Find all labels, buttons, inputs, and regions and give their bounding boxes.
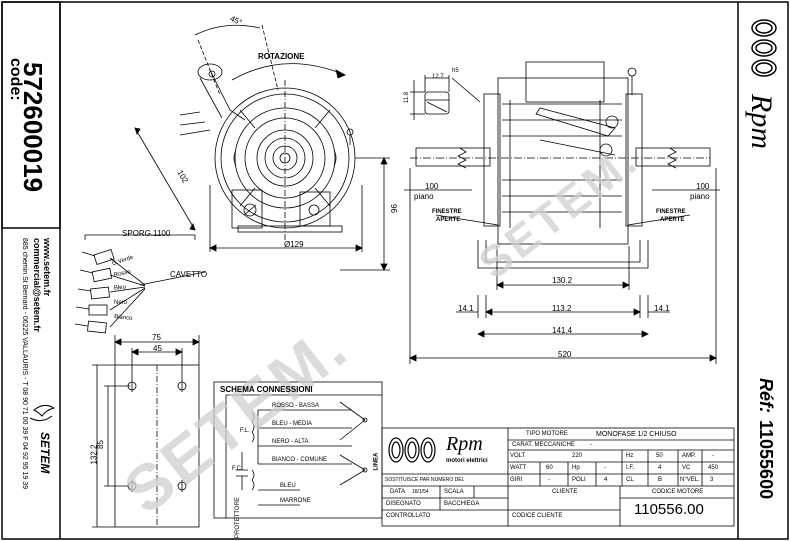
finestre-right: FINESTRE — [656, 209, 686, 215]
rotation-label: ROTAZIONE — [258, 52, 305, 61]
cavetto-label: CAVETTO — [170, 270, 208, 279]
title-brand: Rpm — [446, 433, 483, 455]
watt-label: WATT — [510, 465, 527, 471]
dim-113-2: 113.2 — [552, 304, 572, 313]
code-number: 572600019 — [18, 62, 48, 193]
dim-520: 520 — [558, 350, 572, 359]
ref-number: 11055600 — [756, 420, 776, 500]
finestre-left: FINESTRE — [432, 209, 462, 215]
dim-45: 45 — [153, 344, 162, 353]
dim-11-8: 11.8 — [404, 91, 411, 104]
dim-h5: h5 — [452, 68, 459, 74]
data-label: DATA — [390, 489, 406, 495]
dim-85: 85 — [95, 440, 105, 449]
wire-label: Bleu — [113, 284, 127, 292]
wire-bundle — [74, 234, 206, 334]
controllato-label: CONTROLLATO — [386, 513, 431, 519]
nvel-label: N°VEL. — [680, 477, 700, 483]
ref-label: Réf: — [756, 378, 776, 413]
email-text: commercial@setem.fr — [32, 238, 42, 332]
volt-value: 220 — [572, 453, 583, 459]
piano-right: piano — [690, 192, 710, 201]
carat-label: CARAT. MECCANICHE — [512, 442, 575, 448]
poli-label: POLI — [572, 477, 586, 483]
setem-logo-text: SETEM — [38, 432, 52, 474]
side-view — [404, 61, 720, 364]
schema-bleu2: BLEU — [280, 483, 296, 489]
poli-value: 4 — [604, 477, 608, 483]
vc-label: VC — [682, 465, 691, 471]
amp-label: AMP. — [682, 453, 696, 459]
giri-label: GIRI — [510, 477, 523, 483]
website-text: www.setem.fr — [42, 238, 52, 297]
hp-value: - — [604, 465, 606, 471]
wire-label: Nero — [114, 300, 128, 306]
hz-label: Hz — [626, 453, 634, 459]
dim-129: Ø129 — [284, 240, 304, 249]
front-view — [134, 24, 390, 271]
volt-label: VOLT — [510, 453, 526, 459]
disegnato-value: BACCHIEGA — [444, 501, 480, 507]
disegnato-label: DISEGNATO — [386, 501, 421, 507]
title-brand-sub: motori elettrici — [446, 458, 488, 464]
cl-value: B — [658, 477, 663, 483]
hp-label: Hp — [572, 465, 580, 471]
schema-diagram — [213, 381, 383, 519]
sporg-label: SPORG.1100 — [122, 229, 171, 238]
dim-141-4: 141.4 — [552, 326, 573, 335]
schema-rosso: ROSSO - BASSA — [272, 403, 320, 409]
dim-130-2: 130.2 — [552, 276, 573, 285]
dim-14-1-right: 14.1 — [654, 304, 670, 313]
dim-14-1-left: 14.1 — [458, 304, 474, 313]
codice-cliente-label: CODICE CLIENTE — [512, 513, 563, 519]
vc-value: 450 — [708, 465, 719, 471]
address-text: 885 chemin St Bernard - 06225 VALLAURIS … — [21, 238, 28, 489]
piano-left: piano — [414, 192, 434, 201]
dim-12-7: 12.7 — [432, 74, 444, 80]
schema-bianco: BIANCO - COMUNE — [272, 457, 328, 463]
rpm-coil-logo-title — [388, 437, 436, 463]
watt-value: 60 — [546, 465, 553, 471]
tipo-motore-value: MONOFASE 1/2 CHIUSO — [596, 431, 677, 438]
codice-motore-value: 110556.00 — [634, 501, 704, 518]
rpm-brand: Rpm — [745, 94, 778, 149]
data-value: 18/1/54 — [412, 489, 429, 495]
setem-bird-logo — [29, 404, 56, 422]
amp-value: - — [712, 453, 714, 459]
schema-fl: F.L. — [240, 428, 250, 434]
if-value: 4 — [658, 465, 662, 471]
giri-value: - — [548, 477, 550, 483]
dim-100-left: 100 — [425, 182, 439, 191]
cl-label: CL — [626, 477, 634, 483]
schema-fc: F.C. — [232, 466, 243, 472]
schema-bleu: BLEU - MEDIA — [272, 421, 313, 427]
tipo-motore-label: TIPO MOTORE — [526, 431, 568, 437]
sostituisce-label: SOSTITUISCE PAR NUMERO DEL — [385, 477, 465, 483]
rpm-coil-logo-top — [751, 19, 777, 77]
carat-value: - — [590, 442, 592, 448]
if-label: I.F. — [626, 465, 635, 471]
schema-protettore: PROTETTORE — [234, 497, 241, 538]
hz-value: 50 — [656, 453, 663, 459]
schema-marrone: MARRONE — [280, 498, 311, 504]
dim-96: 96 — [389, 204, 399, 213]
aperte-right: APERTE — [660, 217, 685, 223]
scala-label: SCALA — [444, 489, 464, 495]
nvel-value: 3 — [710, 477, 714, 483]
dim-100-right: 100 — [696, 182, 710, 191]
cliente-label: CLIENTE — [552, 489, 578, 495]
title-block-lines — [381, 427, 735, 527]
codice-motore-label: CODICE MOTORE — [652, 489, 704, 495]
dim-75: 75 — [152, 333, 161, 342]
aperte-left: APERTE — [436, 217, 461, 223]
schema-nero: NERO - ALTA — [272, 439, 309, 445]
schema-linea: LINEA — [373, 452, 380, 471]
schema-title: SCHEMA CONNESSIONI — [220, 385, 313, 394]
bracket-view — [92, 335, 200, 528]
